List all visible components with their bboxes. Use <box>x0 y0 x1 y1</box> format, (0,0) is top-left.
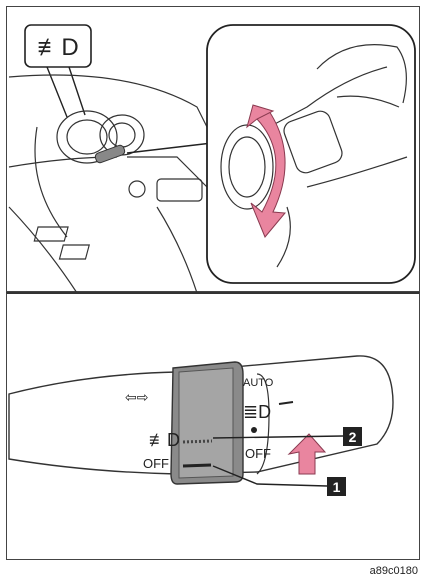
zoom-leader-line <box>127 143 212 153</box>
figure-code: a89c0180 <box>370 565 418 577</box>
fog-symbol-callout-text: ≢D <box>37 34 78 61</box>
dashboard-illustration: ≢D <box>7 7 421 293</box>
zoom-inset-box <box>207 25 415 283</box>
off-position-mark <box>183 465 211 466</box>
off-label-right: OFF <box>245 446 271 461</box>
fog-symbol: ≢D <box>149 430 180 450</box>
dashboard-lineart <box>9 75 207 293</box>
callout-2-number: 2 <box>349 429 357 445</box>
position-dot <box>251 427 257 433</box>
lever-illustration-panel: ⇦⇨ AUTO ≣D OFF ≢D OFF 2 1 <box>6 292 420 560</box>
stalk-small <box>94 144 126 164</box>
off-label-left: OFF <box>143 456 169 471</box>
turn-signal-symbol: ⇦⇨ <box>125 389 149 405</box>
headlight-symbol: ≣D <box>243 402 271 422</box>
callout-1-number: 1 <box>333 479 341 495</box>
auto-label: AUTO <box>243 377 274 389</box>
lever-illustration: ⇦⇨ AUTO ≣D OFF ≢D OFF 2 1 <box>7 294 421 562</box>
dashboard-illustration-panel: ≢D <box>6 6 420 292</box>
